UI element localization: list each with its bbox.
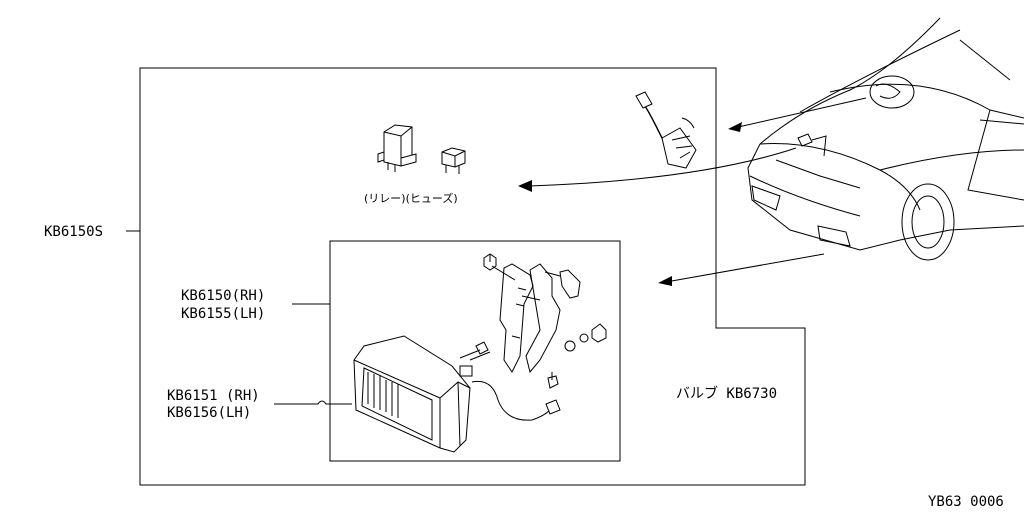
switch-icon: [635, 91, 697, 169]
bracket-icon: [459, 253, 607, 389]
fuse-icon: [441, 147, 466, 174]
arrow-lamp: [658, 253, 825, 286]
arrow-relay: [518, 147, 797, 192]
relay-fuse-label: (リレー)(ヒューズ): [364, 191, 458, 205]
fog-lamp-icon: [353, 335, 561, 453]
arrow-switch: [728, 97, 867, 132]
kit-frame: [139, 67, 806, 486]
lamp-assy-rh-label: KB6150(RH): [181, 288, 265, 304]
vehicle-icon: [747, 17, 1024, 261]
kit-label: KB6150S: [44, 224, 103, 240]
lamp-assy-lh-label: KB6155(LH): [181, 306, 265, 322]
lamp-leader: [274, 400, 352, 405]
lamp-lh-label: KB6156(LH): [167, 405, 251, 421]
lamp-rh-label: KB6151 (RH): [167, 388, 260, 404]
relay-icon: [377, 124, 417, 172]
bulb-label: バルブ KB6730: [676, 385, 777, 402]
diagram-code: YB63 0006: [928, 494, 1004, 510]
lamp-assy-frame: [329, 240, 621, 462]
